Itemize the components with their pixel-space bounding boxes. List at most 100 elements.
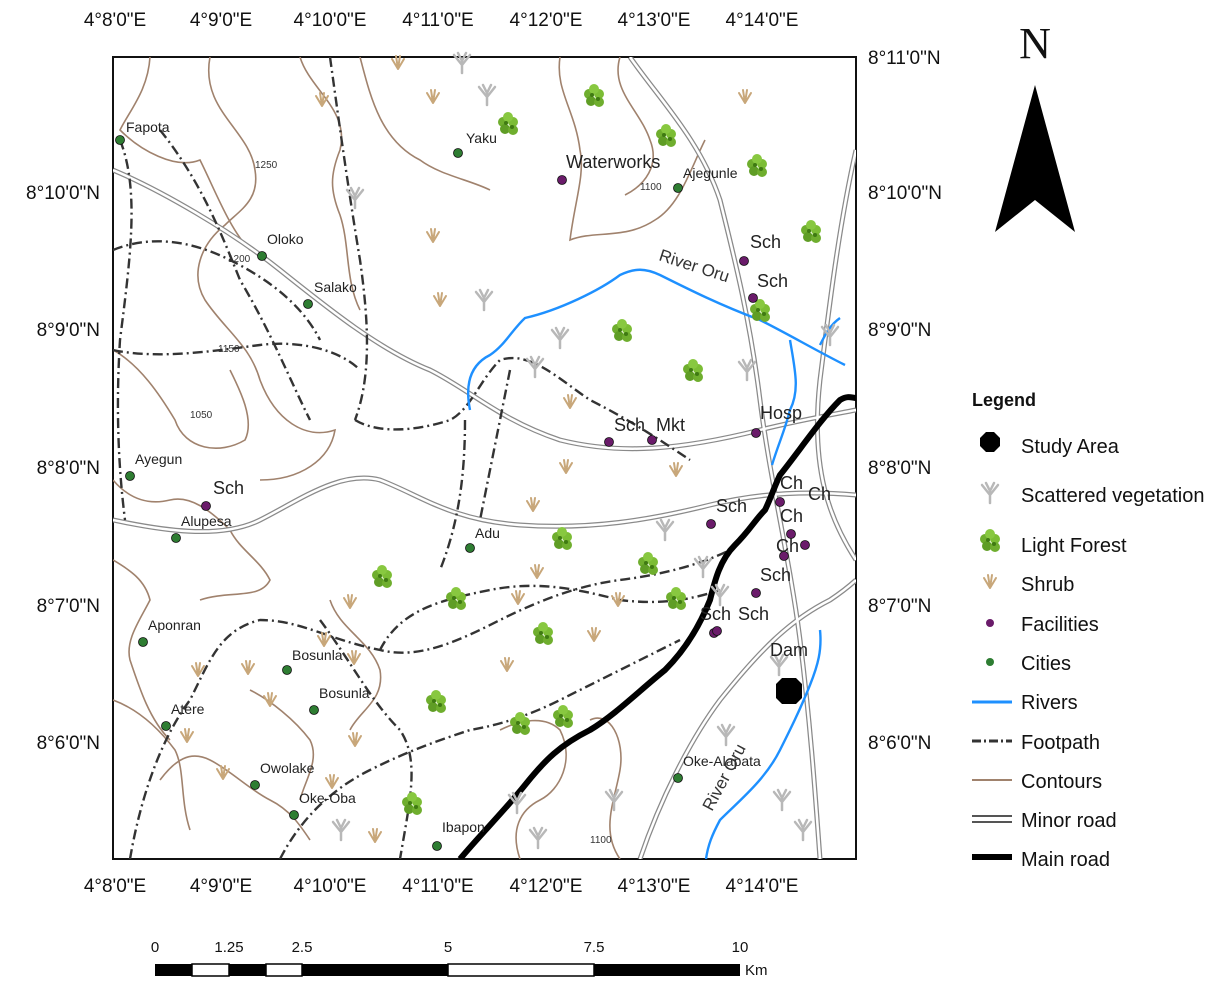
- main-road: [457, 394, 856, 859]
- legend-item-main-road: Main road: [972, 849, 1110, 871]
- city-point: [432, 841, 442, 851]
- north-arrow: N: [995, 19, 1075, 232]
- facility-point: [751, 428, 761, 438]
- facility-label: Sch: [757, 271, 788, 291]
- study-area-icon: [980, 432, 1000, 452]
- facility-label: Sch: [614, 415, 645, 435]
- facility-label: Ch: [808, 484, 831, 504]
- latitude-label: 8°11'0"N: [868, 48, 941, 69]
- legend-item-shrub: Shrub: [983, 574, 1074, 596]
- north-arrow-icon: [995, 85, 1075, 232]
- longitude-label: 4°8'0"E: [84, 10, 146, 31]
- latitude-label: 8°9'0"N: [868, 320, 931, 341]
- legend-item-facilities: Facilities: [986, 614, 1099, 636]
- scale-tick-label: 7.5: [584, 939, 605, 956]
- city-point: [257, 251, 267, 261]
- legend-title: Legend: [972, 390, 1036, 410]
- minor-roads: [113, 57, 856, 859]
- facility-point: [647, 435, 657, 445]
- footpaths: [113, 57, 731, 859]
- legend-label: Minor road: [1021, 810, 1117, 832]
- city-label: Oke-Alapata: [683, 753, 761, 769]
- city-point: [673, 773, 683, 783]
- legend-item-scattered-vegetation: Scattered vegetation: [980, 481, 1204, 507]
- facility-label: Hosp: [760, 403, 802, 423]
- city-point: [453, 148, 463, 158]
- legend-item-rivers: Rivers: [972, 692, 1078, 714]
- legend-label: Main road: [1021, 849, 1110, 871]
- latitude-label: 8°7'0"N: [37, 596, 100, 617]
- facility-point: [786, 529, 796, 539]
- legend-item-minor-road: Minor road: [972, 810, 1117, 832]
- longitude-label: 4°14'0"E: [726, 876, 799, 897]
- legend-label: Cities: [1021, 653, 1071, 675]
- scale-tick-label: 5: [444, 939, 452, 956]
- city-label: Yaku: [466, 130, 497, 146]
- facility-point: [739, 256, 749, 266]
- scattered-vegetation-icon: [980, 481, 1000, 505]
- facility-dot-icon: [986, 619, 994, 627]
- latitude-label: 8°8'0"N: [868, 458, 931, 479]
- city-dot-icon: [986, 658, 994, 666]
- city-label: Oke-Oba: [299, 790, 356, 806]
- longitude-label: 4°12'0"E: [510, 10, 583, 31]
- city-point: [161, 721, 171, 731]
- city-point: [289, 810, 299, 820]
- longitude-label: 4°14'0"E: [726, 10, 799, 31]
- facility-point: [748, 293, 758, 303]
- scale-tick-label: 2.5: [292, 939, 313, 956]
- longitude-label: 4°10'0"E: [294, 10, 367, 31]
- contour-label: 1050: [190, 410, 213, 421]
- latitude-label: 8°10'0"N: [26, 183, 100, 204]
- longitude-label: 4°11'0"E: [402, 10, 474, 31]
- scale-bar: 0 1.25 2.5 5 7.5 10 Km: [151, 939, 768, 979]
- latitude-label: 8°8'0"N: [37, 458, 100, 479]
- city-label: Owolake: [260, 760, 315, 776]
- city-label: Alupesa: [181, 513, 232, 529]
- city-label: Adu: [475, 525, 500, 541]
- longitude-label: 4°13'0"E: [618, 10, 691, 31]
- scale-unit: Km: [745, 962, 768, 979]
- legend-item-footpath: Footpath: [972, 732, 1100, 754]
- scale-tick-label: 1.25: [214, 939, 243, 956]
- facility-label: Sch: [750, 232, 781, 252]
- legend-label: Contours: [1021, 771, 1102, 793]
- contour-label: 1250: [255, 160, 278, 171]
- facility-point: [779, 551, 789, 561]
- legend-label: Rivers: [1021, 692, 1078, 714]
- city-point: [282, 665, 292, 675]
- latitude-label: 8°9'0"N: [37, 320, 100, 341]
- north-label: N: [1019, 19, 1051, 68]
- longitude-labels-bottom: 4°8'0"E 4°9'0"E 4°10'0"E 4°11'0"E 4°12'0…: [84, 876, 799, 897]
- legend-label: Study Area: [1021, 436, 1120, 458]
- light-forest-icon: [980, 529, 1000, 552]
- longitude-label: 4°11'0"E: [402, 876, 474, 897]
- latitude-label: 8°6'0"N: [37, 733, 100, 754]
- facility-label: Sch: [738, 604, 769, 624]
- facility-point: [706, 519, 716, 529]
- longitude-label: 4°10'0"E: [294, 876, 367, 897]
- facility-point: [800, 540, 810, 550]
- city-point: [171, 533, 181, 543]
- contour-label: 1100: [590, 835, 612, 846]
- facility-point: [751, 588, 761, 598]
- contour-lines: [113, 57, 706, 859]
- scale-tick-label: 0: [151, 939, 159, 956]
- legend-item-contours: Contours: [972, 771, 1102, 793]
- legend: Legend Study Area Scattered vegetation L…: [972, 390, 1204, 871]
- facility-point: [775, 497, 785, 507]
- legend-label: Facilities: [1021, 614, 1099, 636]
- city-label: Bosunla: [292, 647, 343, 663]
- city-point: [250, 780, 260, 790]
- city-point: [303, 299, 313, 309]
- legend-item-cities: Cities: [986, 653, 1071, 675]
- city-label: Aponran: [148, 617, 201, 633]
- facility-label: Ch: [776, 536, 799, 556]
- facility-label: Sch: [700, 604, 731, 624]
- map-frame: [112, 56, 857, 860]
- legend-label: Light Forest: [1021, 535, 1127, 557]
- facility-label: Ch: [780, 506, 803, 526]
- shrub-icon: [983, 574, 997, 589]
- city-point: [125, 471, 135, 481]
